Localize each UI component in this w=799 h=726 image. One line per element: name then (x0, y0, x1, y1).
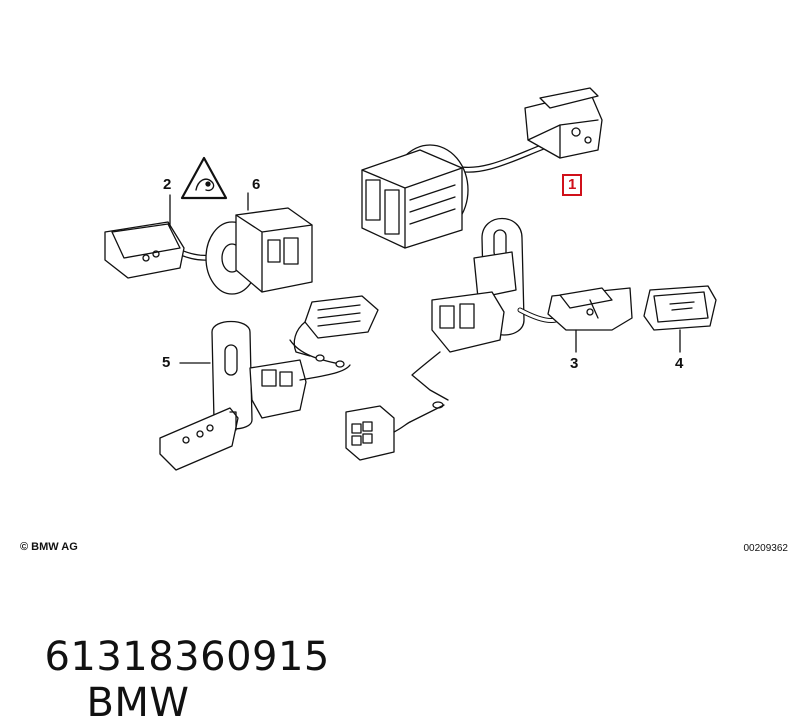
part-3-bracket-stalk (409, 217, 633, 423)
callout-2: 2 (163, 176, 172, 193)
lower-connector (345, 405, 411, 461)
part-4-knob-cap (643, 285, 717, 353)
callout-3: 3 (570, 355, 579, 372)
part-1-column-switch (361, 87, 603, 249)
part-5-bracket-stalk (159, 295, 379, 471)
part-6-switch-housing (205, 192, 313, 295)
brand-name: BMW (86, 680, 190, 726)
image-code: 00209362 (743, 543, 789, 554)
callout-4: 4 (675, 355, 684, 372)
part-number: 61318360915 (44, 634, 330, 680)
parts-diagram (104, 87, 717, 471)
callout-5: 5 (162, 354, 171, 371)
callout-1: 1 (562, 174, 583, 196)
warning-triangle-icon (180, 156, 228, 200)
callout-6: 6 (252, 176, 261, 193)
part-2-stalk (104, 194, 231, 279)
part-number-line: 61318360915 BMW (18, 588, 330, 726)
copyright-text: © BMW AG (20, 541, 78, 553)
